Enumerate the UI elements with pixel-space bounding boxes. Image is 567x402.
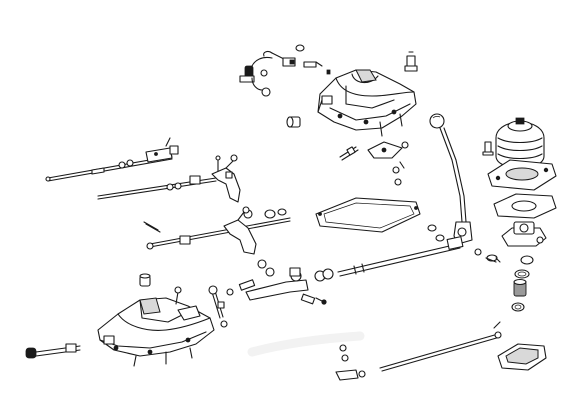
small-pin-left (143, 221, 161, 233)
shift-housing-bottom (97, 286, 215, 367)
rings-right (486, 254, 534, 279)
linkage-plate-small (367, 141, 409, 186)
long-selector-rod (335, 321, 502, 381)
boot-retainer-plate (487, 159, 557, 191)
cup-bushing (511, 278, 527, 312)
shift-linkage-rod (337, 236, 497, 277)
shift-fork-middle (223, 206, 257, 255)
wiring-connector (239, 51, 296, 97)
shift-fork-upper (211, 154, 241, 203)
lever-mount (501, 221, 547, 247)
link-rod-bottom-left (208, 285, 228, 328)
small-bushings-top (286, 44, 331, 128)
shift-rod-lower (146, 208, 291, 250)
small-cylinder-bottom-left (139, 273, 151, 287)
vent-plug (404, 51, 418, 72)
shift-lever (429, 113, 473, 245)
bolt-right-upper (482, 141, 494, 156)
floor-plate (497, 343, 547, 371)
scan-smear (247, 331, 365, 357)
shift-linkage-arm (245, 267, 334, 305)
shift-rod-upper (45, 137, 179, 182)
shift-housing-top (317, 69, 417, 137)
gasket (315, 197, 421, 233)
shift-rod-middle (97, 155, 221, 200)
bushing-center (427, 224, 445, 242)
selector-rod-lower (25, 343, 81, 359)
pin-and-clip (339, 146, 359, 161)
bolts-bottom-center (339, 344, 349, 362)
lever-seat-plate (493, 193, 557, 219)
linkage-bolts-middle (226, 259, 275, 296)
